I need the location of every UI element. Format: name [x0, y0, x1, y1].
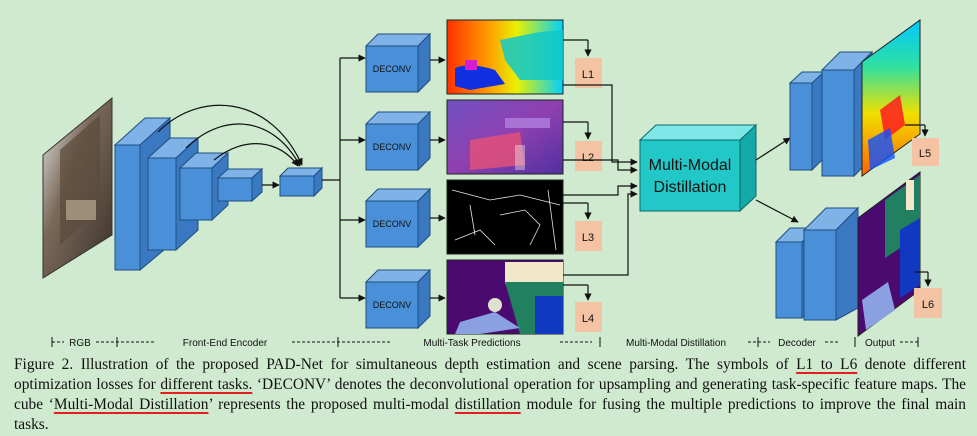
loss-label-l3: L3: [582, 232, 594, 244]
stage-label-rgb: RGB: [69, 338, 91, 349]
deconv-cube-1: DECONV: [364, 32, 432, 94]
deconv-to-prediction-arrows: [430, 56, 446, 302]
stage-label-output: Output: [865, 338, 895, 349]
depth-prediction-map: [446, 19, 564, 95]
loss-l5: L5: [905, 124, 939, 166]
rgb-input-image: [42, 96, 113, 279]
encoder-block-5: [278, 166, 324, 198]
deconv-label-3: DECONV: [373, 219, 412, 229]
stage-label-encoder: Front-End Encoder: [183, 338, 268, 349]
deconv-cube-3: DECONV: [364, 187, 432, 249]
deconv-label-2: DECONV: [373, 142, 412, 152]
caption-suffix: module for fusing the multiple predictio…: [14, 396, 970, 433]
encoder-block-4: [216, 167, 264, 203]
loss-label-l6: L6: [922, 299, 934, 311]
caption-text-2: ‘DECONV’ denotes the deconvolutional ope…: [14, 376, 970, 413]
skip-connection-arcs: [157, 104, 303, 167]
loss-label-l1: L1: [582, 69, 594, 81]
loss-l4: L4: [563, 284, 602, 332]
loss-label-l2: L2: [582, 152, 594, 164]
loss-label-l5: L5: [919, 148, 931, 160]
stage-label-predictions: Multi-Task Predictions: [423, 338, 520, 349]
loss-l2: L2: [563, 121, 602, 171]
caption-highlight-losses: L1 to L6: [796, 356, 858, 373]
loss-label-l4: L4: [582, 313, 594, 325]
output-depth-map: [861, 19, 921, 177]
stage-label-distillation: Multi-Modal Distillation: [626, 338, 726, 349]
caption-highlight-distillation: distillation: [454, 396, 521, 413]
distillation-label-line1: Multi-Modal: [649, 157, 732, 174]
deconv-cube-2: DECONV: [364, 110, 432, 172]
deconv-cube-4: DECONV: [364, 268, 432, 330]
branch-lines: [322, 54, 366, 302]
loss-l1: L1: [563, 39, 602, 88]
multi-modal-distillation-cube: Multi-Modal Distillation: [638, 123, 758, 213]
stage-label-decoder: Decoder: [778, 338, 816, 349]
figure-caption: Figure 2. Illustration of the proposed P…: [14, 355, 966, 435]
contour-prediction-map: [446, 179, 564, 255]
caption-highlight-mmd: Multi-Modal Distillation: [53, 396, 209, 413]
encoder-block-3: [178, 151, 230, 222]
loss-l3: L3: [563, 202, 602, 251]
loss-l6: L6: [914, 271, 942, 318]
caption-highlight-tasks: different tasks.: [160, 376, 253, 393]
pad-net-diagram: DECONV DECONV DECONV DECONV: [42, 19, 942, 349]
caption-prefix: Figure 2. Illustration of the proposed P…: [14, 356, 797, 373]
deconv-label-1: DECONV: [373, 64, 412, 74]
distillation-label-line2: Distillation: [654, 179, 727, 196]
prediction-to-distillation-lines: [563, 84, 638, 276]
caption-text-3: ’ represents the proposed multi-modal: [208, 396, 455, 413]
surface-normal-prediction-map: [446, 99, 564, 175]
deconv-label-4: DECONV: [373, 300, 412, 310]
caption-text-1: denote different optimization losses for: [14, 356, 970, 393]
semantic-segmentation-map: [446, 259, 564, 335]
distillation-to-decoder-arrows: [755, 137, 799, 223]
decoder-segmentation-blocks: [774, 206, 860, 321]
decoder-depth-blocks: [788, 50, 874, 178]
stage-labels-bar: RGB Front-End Encoder Multi-Task Predict…: [51, 337, 919, 349]
output-segmentation-map: [857, 171, 921, 337]
